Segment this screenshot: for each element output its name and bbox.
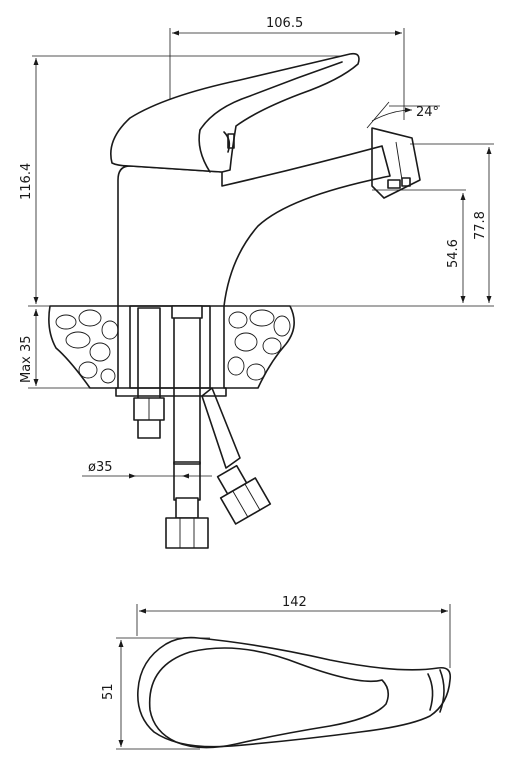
label-outlet-height: 77.8 xyxy=(473,211,488,240)
label-hole-diameter: ø35 xyxy=(88,460,113,475)
lever-handle xyxy=(110,52,360,173)
label-length-bottom: 142 xyxy=(282,595,307,610)
label-width-bottom: 51 xyxy=(101,683,116,700)
spout-aerator xyxy=(371,127,421,199)
label-spout-height: 54.6 xyxy=(446,239,461,268)
label-height-total: 116.4 xyxy=(19,163,34,200)
countertop-stone xyxy=(48,305,295,397)
label-width-top: 106.5 xyxy=(266,16,303,31)
faucet-top-view xyxy=(137,636,452,749)
dimension-lines xyxy=(28,28,494,750)
label-max-thickness: Max 35 xyxy=(19,335,34,383)
top-body-outline xyxy=(137,636,452,748)
flex-hoses xyxy=(165,305,272,549)
label-spout-angle: 24° xyxy=(416,105,439,120)
faucet-body xyxy=(117,145,391,307)
top-handle xyxy=(148,647,390,749)
mounting-stud xyxy=(133,307,165,439)
faucet-side-view xyxy=(110,52,421,307)
